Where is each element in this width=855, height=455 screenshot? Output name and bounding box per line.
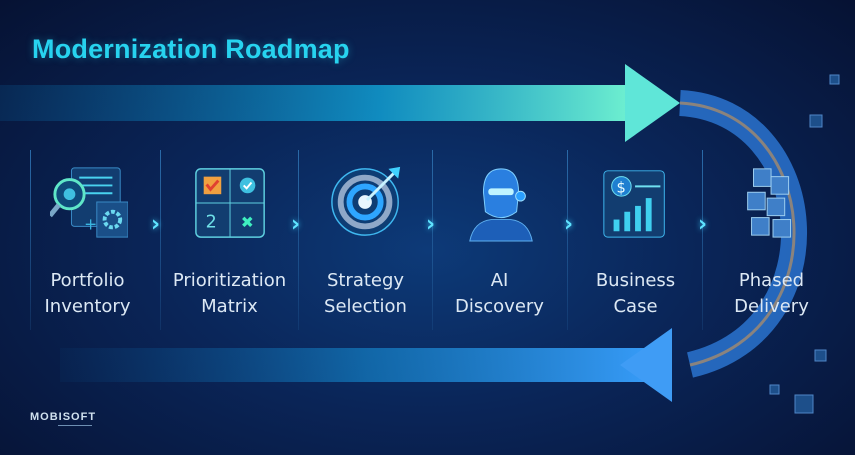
logo-tagline: [58, 425, 92, 426]
column-divider: [160, 150, 161, 330]
return-arrow: [60, 328, 672, 402]
chevron-right-icon: ›: [698, 212, 708, 237]
step-label-line: Discovery: [455, 296, 544, 317]
step-phased-delivery: Phased Delivery: [704, 150, 839, 330]
page-title: Modernization Roadmap: [32, 34, 350, 64]
step-label: Prioritization Matrix: [162, 268, 297, 320]
mobisoft-logo: MOBISOFT: [30, 411, 97, 423]
step-label-line: Case: [613, 296, 658, 317]
matrix-number: 2: [206, 212, 217, 232]
svg-text:$: $: [617, 179, 626, 196]
step-portfolio-inventory: + Portfolio Inventory: [20, 150, 155, 330]
step-label-line: Matrix: [201, 296, 258, 317]
step-label-line: Portfolio: [50, 270, 125, 291]
forward-arrow: [0, 64, 680, 142]
column-divider: [432, 150, 433, 330]
step-prioritization-matrix: 2 ✖ Prioritization Matrix: [162, 150, 297, 330]
step-label: AI Discovery: [432, 268, 567, 320]
matrix-grid-icon: 2 ✖: [195, 168, 265, 238]
dollar-chart-icon: $: [603, 170, 665, 238]
step-strategy-selection: Strategy Selection: [298, 150, 433, 330]
chevron-right-icon: ›: [564, 212, 574, 237]
column-divider: [567, 150, 568, 330]
step-label-line: Phased: [738, 270, 805, 291]
step-label: Phased Delivery: [704, 268, 839, 320]
step-business-case: $ Business Case: [568, 150, 703, 330]
step-label: Strategy Selection: [298, 268, 433, 320]
step-label-line: Strategy: [326, 270, 405, 291]
column-divider: [30, 150, 31, 330]
chevron-right-icon: ›: [291, 212, 301, 237]
column-divider: [702, 150, 703, 330]
step-label-line: Business: [595, 270, 676, 291]
step-label-line: Delivery: [734, 296, 809, 317]
step-label: Business Case: [568, 268, 703, 320]
decorative-cubes: [769, 74, 840, 414]
target-arrow-icon: [331, 166, 401, 236]
chevron-right-icon: ›: [426, 212, 436, 237]
robot-head-icon: [469, 168, 533, 242]
step-label-line: Inventory: [44, 296, 131, 317]
step-label-line: Selection: [324, 296, 407, 317]
step-ai-discovery: AI Discovery: [432, 150, 567, 330]
svg-text:✖: ✖: [241, 213, 254, 231]
chevron-right-icon: ›: [151, 212, 161, 237]
step-label-line: AI: [490, 270, 509, 291]
document-magnifier-gear-icon: +: [50, 167, 128, 238]
column-divider: [298, 150, 299, 330]
step-label-line: Prioritization: [172, 270, 287, 291]
stacked-blocks-icon: [747, 168, 792, 238]
svg-text:+: +: [84, 215, 97, 233]
step-label: Portfolio Inventory: [20, 268, 155, 320]
